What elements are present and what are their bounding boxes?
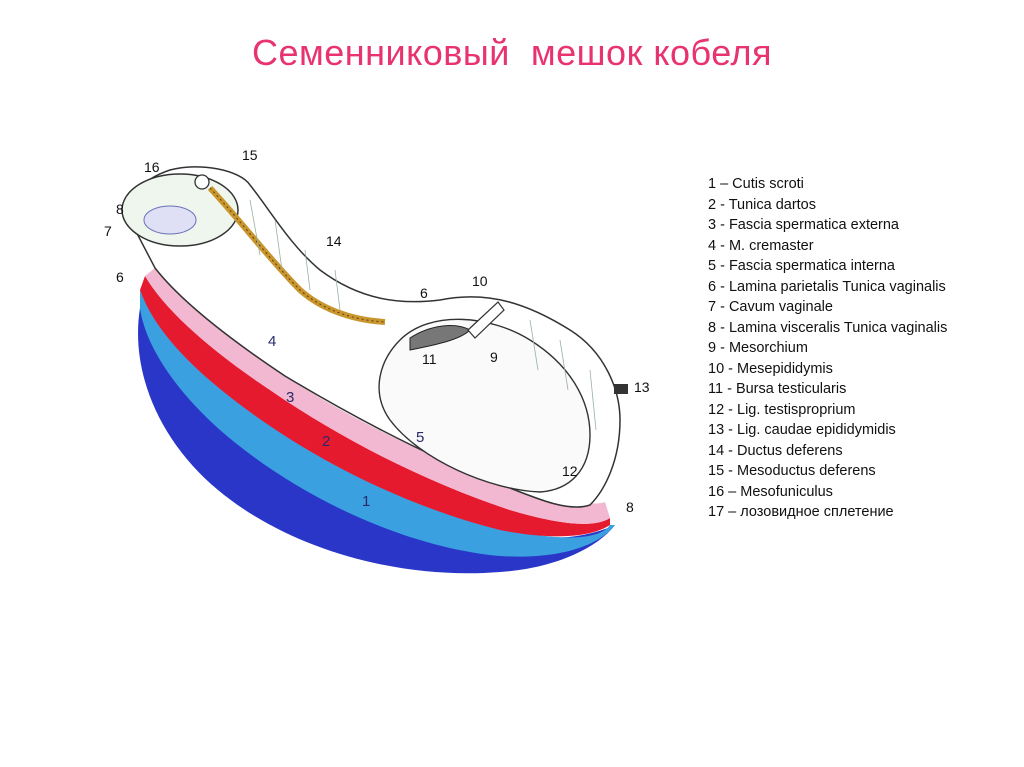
legend-item: 16 – Mesofuniculus: [708, 483, 833, 500]
legend-item: 11 - Bursa testicularis: [708, 381, 847, 397]
label-13: 13: [634, 379, 650, 395]
fascia-spermatica-externa-layer: [140, 276, 610, 537]
legend-item: 1 – Cutis scroti: [708, 176, 804, 192]
legend-item: 8 - Lamina visceralis Tunica vaginalis: [708, 319, 948, 336]
label-3: 3: [286, 389, 294, 406]
label-1: 1: [362, 493, 370, 510]
legend-item: 9 - Mesorchium: [708, 340, 808, 356]
tunica-dartos-layer: [140, 290, 615, 557]
label-11: 11: [422, 351, 437, 367]
hatching: [249, 199, 597, 431]
label-7: 7: [104, 223, 112, 239]
legend-item: 17 – лозовидное сплетение: [708, 504, 894, 520]
label-6-right: 6: [420, 285, 428, 301]
slide-title: Семенниковый мешок кобеля: [251, 32, 773, 73]
vessel-plexus: [143, 205, 197, 235]
legend-item: 4 - M. cremaster: [708, 237, 814, 254]
cutis-scroti-layer: [138, 308, 615, 574]
legend-item: 5 - Fascia spermatica interna: [708, 258, 895, 274]
legend-item: 15 - Mesoductus deferens: [708, 463, 876, 479]
label-12: 12: [562, 463, 578, 479]
label-14: 14: [326, 233, 342, 249]
legend-item: 2 - Tunica dartos: [708, 196, 816, 213]
label-5: 5: [416, 429, 424, 446]
mesepididymis: [467, 301, 505, 339]
legend-item: 14 - Ductus deferens: [708, 442, 843, 459]
legend-item: 13 - Lig. caudae epididymidis: [708, 422, 896, 438]
ductus-deferens-outline: [209, 187, 386, 323]
label-16: 16: [144, 159, 160, 175]
label-9: 9: [490, 349, 498, 365]
ductus-deferens-section: [194, 174, 210, 190]
label-8-bottom: 8: [626, 499, 634, 515]
legend-item: 12 - Lig. testisproprium: [708, 401, 856, 418]
label-4: 4: [268, 333, 276, 350]
label-10: 10: [472, 273, 488, 289]
legend-item: 10 - Mesepididymis: [708, 360, 833, 377]
testis: [378, 318, 591, 493]
label-6-left: 6: [116, 269, 124, 285]
label-8-top: 8: [116, 201, 124, 217]
legend-item: 7 - Cavum vaginale: [708, 299, 833, 315]
lig-caudae-epididymidis: [614, 384, 628, 394]
label-15: 15: [242, 147, 258, 163]
legend-item: 3 - Fascia spermatica externa: [708, 217, 899, 233]
legend-list: 1 – Cutis scroti 2 - Tunica dartos 3 - F…: [708, 176, 1008, 525]
scrotum-diagram: 16 15 8 7 6 14 6 10 11 9 13 12 8 5 3 4 2…: [104, 147, 650, 574]
label-2: 2: [322, 433, 330, 450]
legend-item: 6 - Lamina parietalis Tunica vaginalis: [708, 278, 946, 295]
